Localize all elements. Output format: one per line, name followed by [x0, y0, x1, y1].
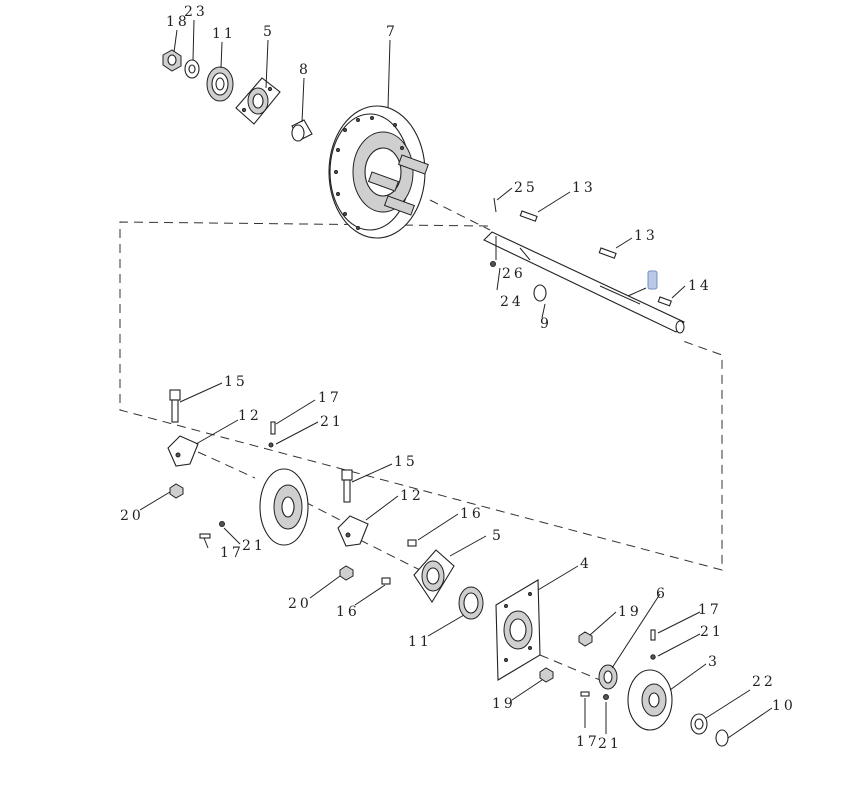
part-circlip-10 [715, 729, 729, 747]
part-plate-4 [495, 579, 541, 681]
part-pin-17c [650, 629, 656, 641]
axis-dashed-left [197, 451, 256, 479]
part-bushing-8 [291, 119, 313, 142]
callout-3: 3 [708, 654, 720, 670]
callout-6: 6 [656, 586, 668, 602]
part-nut-21b [219, 521, 225, 527]
callout-8: 8 [299, 62, 311, 78]
callout-26: 26 [502, 266, 526, 282]
callout-19b: 19 [492, 696, 516, 712]
callout-13a: 13 [572, 180, 596, 196]
callout-21b: 21 [242, 538, 266, 554]
callout-11-lower: 11 [408, 634, 432, 650]
axis-dashed-mid [304, 501, 341, 521]
callout-18: 18 [166, 14, 190, 30]
part-nut-19a [578, 631, 593, 647]
callout-4: 4 [580, 556, 592, 572]
callout-16a: 16 [460, 506, 484, 522]
part-circlip-9 [533, 284, 547, 302]
part-marker-1 [647, 270, 658, 290]
callout-9: 9 [540, 316, 552, 332]
assembly-boundary-dashed [119, 221, 723, 571]
part-flange-5-lower [413, 549, 455, 604]
part-nut-20b [339, 565, 354, 581]
axis-dashed-lower [359, 539, 421, 571]
callout-17d: 17 [576, 734, 600, 750]
callout-22: 22 [752, 674, 776, 690]
callout-7: 7 [386, 24, 398, 40]
leader-lines [139, 19, 773, 739]
part-pin-17d [580, 691, 590, 697]
callout-24: 24 [500, 294, 524, 310]
callout-19a: 19 [618, 604, 642, 620]
part-bolt-16a [407, 539, 417, 547]
part-washer-23 [184, 59, 200, 79]
callout-23: 23 [184, 4, 208, 20]
part-nut-18 [162, 49, 182, 72]
part-bolt-15b [341, 469, 353, 503]
callout-15b: 15 [394, 454, 418, 470]
callout-25: 25 [514, 180, 538, 196]
callout-21c: 21 [700, 624, 724, 640]
part-bracket-12b [337, 515, 369, 547]
part-pin-17a [270, 421, 276, 435]
part-flange-5-top [235, 77, 281, 125]
callout-10: 10 [772, 698, 796, 714]
part-key-13b [598, 247, 617, 259]
part-nipple-24 [490, 261, 496, 267]
part-nut-21d [603, 694, 609, 700]
callout-12b: 12 [400, 488, 424, 504]
part-nut-21c [650, 654, 656, 660]
part-shaft-1 [483, 231, 685, 334]
callout-5-lower: 5 [492, 528, 504, 544]
callout-17b: 17 [220, 545, 244, 561]
callout-15a: 15 [224, 374, 248, 390]
part-sprocket-left [259, 468, 309, 546]
part-bracket-12a [167, 435, 199, 467]
part-nut-21a [268, 442, 274, 448]
callout-12a: 12 [238, 408, 262, 424]
part-bearing-11-top [206, 66, 234, 102]
callout-14: 14 [688, 278, 712, 294]
part-bearing-11-lower [458, 586, 484, 620]
part-collar-6 [598, 664, 618, 690]
callout-20b: 20 [288, 596, 312, 612]
axis-dashed-top [429, 199, 491, 231]
part-key-14 [657, 296, 672, 307]
part-bolt-15a [169, 389, 181, 423]
callout-11-top: 11 [212, 26, 236, 42]
callout-16b: 16 [336, 604, 360, 620]
part-hub-7 [328, 105, 429, 239]
callout-5-top: 5 [263, 24, 275, 40]
part-pin-17b [199, 533, 211, 539]
callout-13b: 13 [634, 228, 658, 244]
callout-17c: 17 [698, 602, 722, 618]
part-nut-20a [169, 483, 184, 499]
callout-20a: 20 [120, 508, 144, 524]
callout-21a: 21 [320, 414, 344, 430]
part-pin-25 [493, 197, 497, 213]
callout-21d: 21 [598, 736, 622, 752]
part-key-13a [519, 210, 538, 222]
part-bolt-16b [381, 577, 391, 585]
callout-labels: 18 23 11 5 8 7 25 13 13 26 24 14 9 15 17… [120, 4, 796, 752]
part-sprocket-3 [627, 669, 673, 731]
part-nut-19b [539, 667, 554, 683]
part-washer-22 [690, 713, 708, 735]
axis-dashed-right [539, 654, 601, 681]
callout-17a: 17 [318, 390, 342, 406]
